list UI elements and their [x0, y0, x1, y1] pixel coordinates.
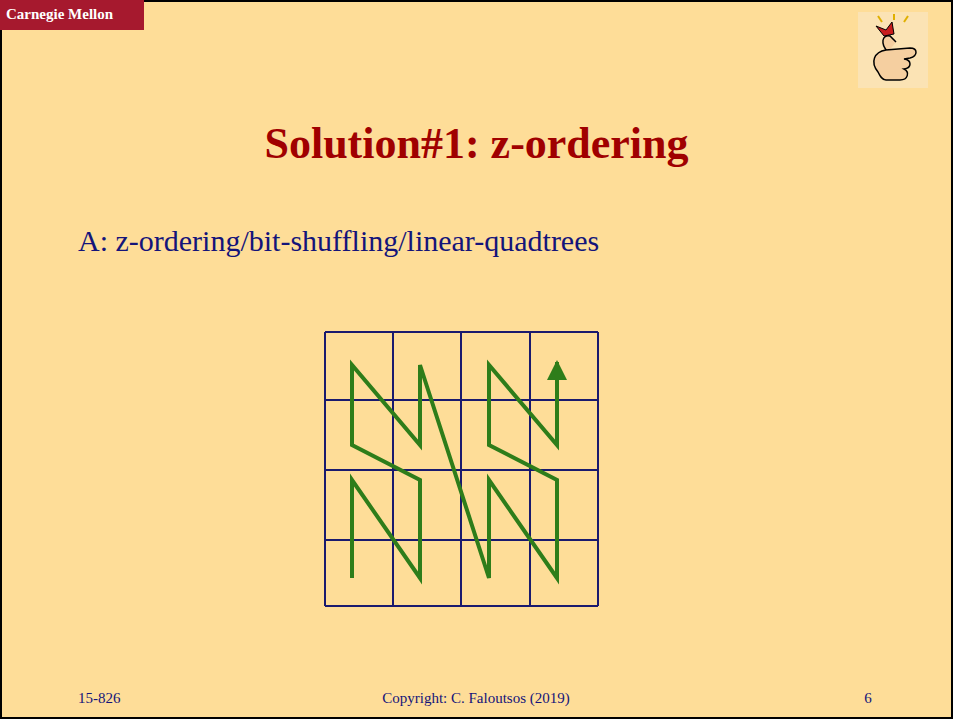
z-curve [352, 362, 557, 578]
z-order-curve [352, 362, 557, 578]
slide-title: Solution#1: z-ordering [0, 118, 953, 169]
grid-line [325, 469, 598, 471]
logo-banner [0, 0, 144, 30]
copyright-note: Copyright: C. Faloutsos (2019) [382, 690, 570, 707]
page-number: 6 [864, 690, 872, 707]
grid-line [325, 605, 598, 607]
logo-text: Carnegie Mellon [6, 6, 113, 23]
reminder-icon [858, 12, 928, 88]
answer-text: A: z-ordering/bit-shuffling/linear-quadt… [78, 224, 599, 258]
grid-line [325, 331, 598, 333]
grid [325, 332, 598, 606]
course-number: 15-826 [78, 690, 121, 707]
